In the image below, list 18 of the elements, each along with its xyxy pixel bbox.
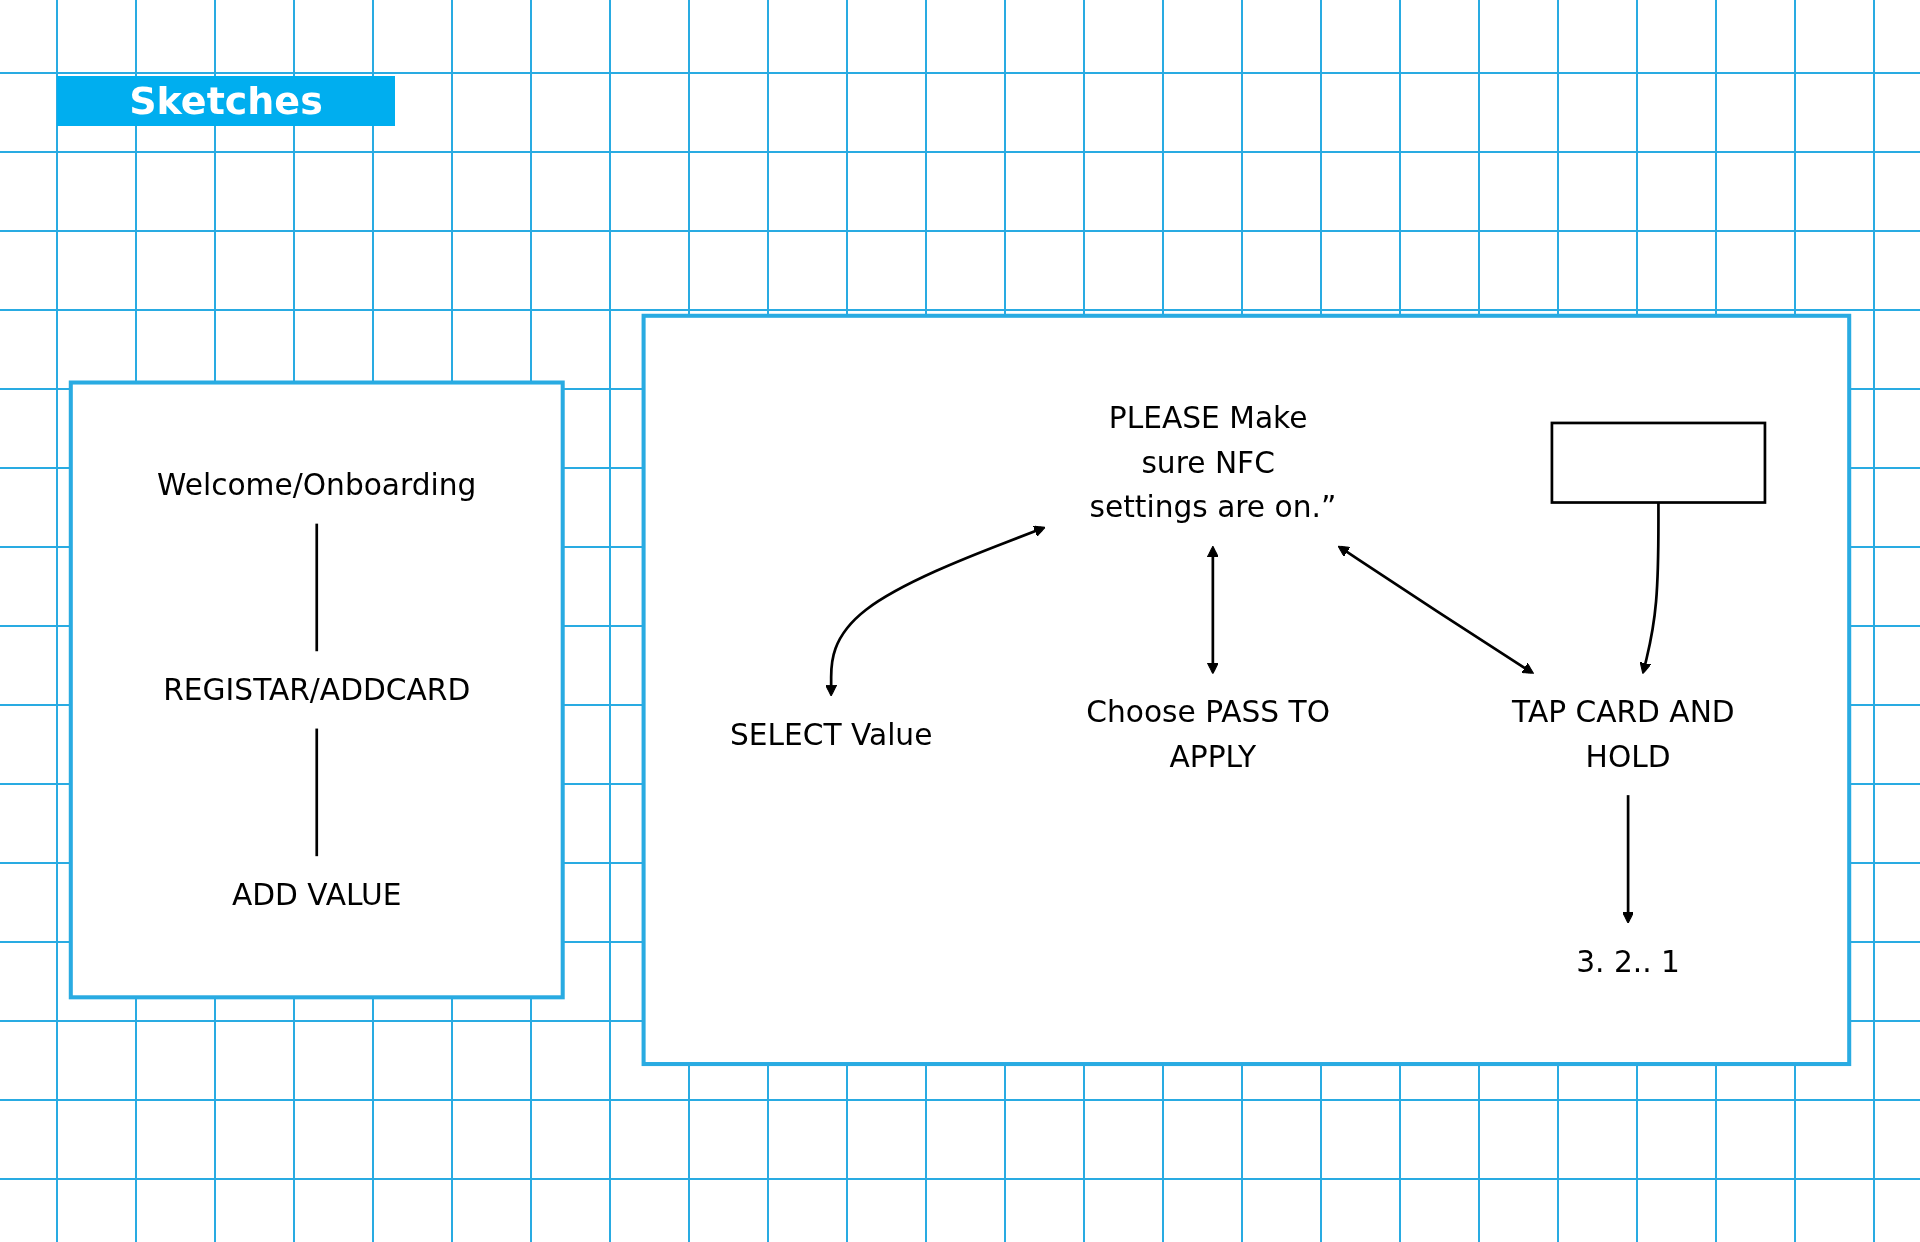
arrow bbox=[1639, 502, 1660, 675]
node-box bbox=[1550, 421, 1767, 504]
connector bbox=[315, 728, 319, 857]
node-text: REGISTAR/ADDCARD bbox=[163, 673, 471, 707]
node-text: ADD VALUE bbox=[231, 878, 402, 912]
connector bbox=[315, 523, 319, 652]
cluster bbox=[641, 313, 1852, 1067]
node-text: TAP CARD AND HOLD bbox=[1512, 695, 1735, 774]
node-text: PLEASE Make sure NFC settings are on.” bbox=[1089, 401, 1337, 525]
node-text: 3. 2.. 1 bbox=[1576, 944, 1680, 979]
arrow bbox=[1206, 545, 1219, 675]
node-text: Choose PASS TO APPLY bbox=[1086, 695, 1331, 774]
arrow bbox=[825, 525, 1046, 697]
arrow bbox=[1337, 545, 1535, 675]
page-title: Sketches bbox=[57, 76, 395, 126]
node-text: Welcome/Onboarding bbox=[157, 468, 477, 502]
arrow bbox=[1622, 795, 1635, 924]
node-text: SELECT Value bbox=[729, 717, 933, 752]
